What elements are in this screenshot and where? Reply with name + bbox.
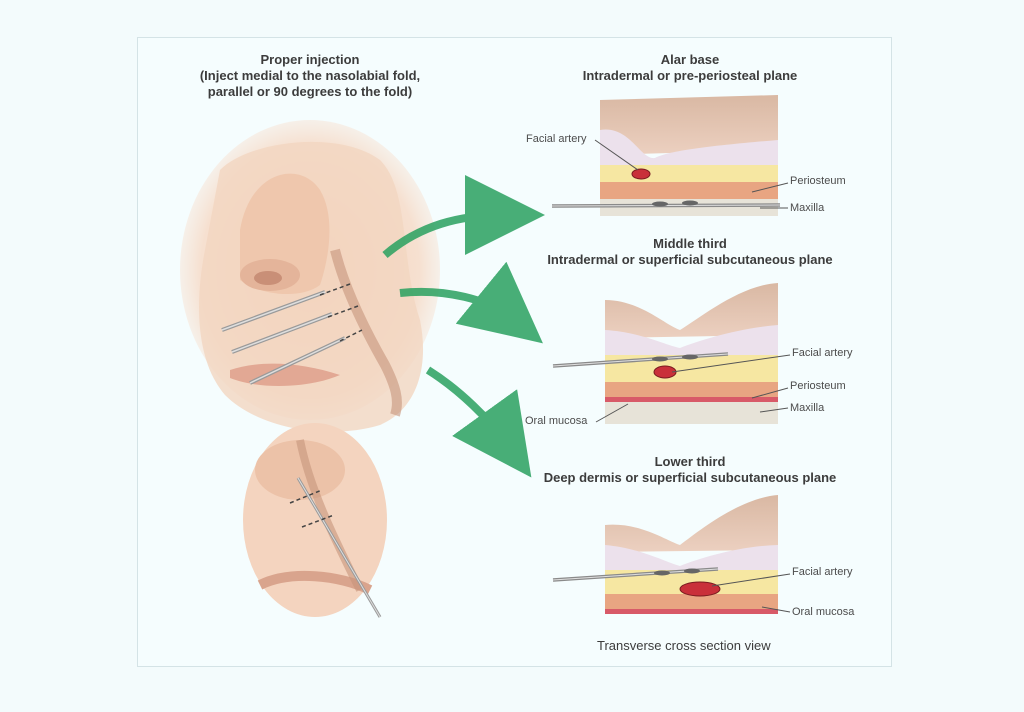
- cross-section-lower: [552, 495, 791, 614]
- cross-section-middle: [552, 283, 791, 424]
- section-middle-subtitle: Intradermal or superficial subcutaneous …: [547, 252, 833, 267]
- cross-section-alar: [551, 95, 789, 216]
- arrow-middle: [399, 261, 543, 344]
- arrow-alar: [382, 175, 545, 259]
- section-lower-subtitle: Deep dermis or superficial subcutaneous …: [543, 470, 837, 485]
- label-oral-mucosa-3: Oral mucosa: [792, 606, 855, 618]
- label-periosteum-2: Periosteum: [790, 380, 846, 392]
- label-maxilla-1: Maxilla: [790, 202, 825, 214]
- section-alar-title: Alar base: [660, 52, 720, 67]
- label-periosteum-1: Periosteum: [790, 175, 846, 187]
- label-facial-artery-2: Facial artery: [792, 347, 853, 359]
- section-middle-title: Middle third: [653, 236, 727, 251]
- section-title-lower: Lower third Deep dermis or superficial s…: [530, 454, 850, 486]
- face-illustration: [180, 120, 440, 432]
- label-facial-artery-1: Facial artery: [526, 133, 587, 145]
- label-facial-artery-3: Facial artery: [792, 566, 853, 578]
- label-maxilla-2: Maxilla: [790, 402, 825, 414]
- arrows: [382, 175, 545, 478]
- section-alar-subtitle: Intradermal or pre-periosteal plane: [582, 68, 798, 83]
- left-title-line2: (Inject medial to the nasolabial fold,: [199, 68, 421, 83]
- section-lower-title: Lower third: [654, 454, 726, 469]
- caption-cross-section: Transverse cross section view: [597, 638, 771, 653]
- left-title: Proper injection (Inject medial to the n…: [175, 52, 445, 100]
- arrow-lower: [425, 366, 532, 478]
- left-title-line1: Proper injection: [260, 52, 360, 67]
- left-title-line3: parallel or 90 degrees to the fold): [207, 84, 413, 99]
- oval-inset: [243, 423, 387, 618]
- label-oral-mucosa-2: Oral mucosa: [525, 415, 588, 427]
- section-title-middle: Middle third Intradermal or superficial …: [530, 236, 850, 268]
- section-title-alar: Alar base Intradermal or pre-periosteal …: [545, 52, 835, 84]
